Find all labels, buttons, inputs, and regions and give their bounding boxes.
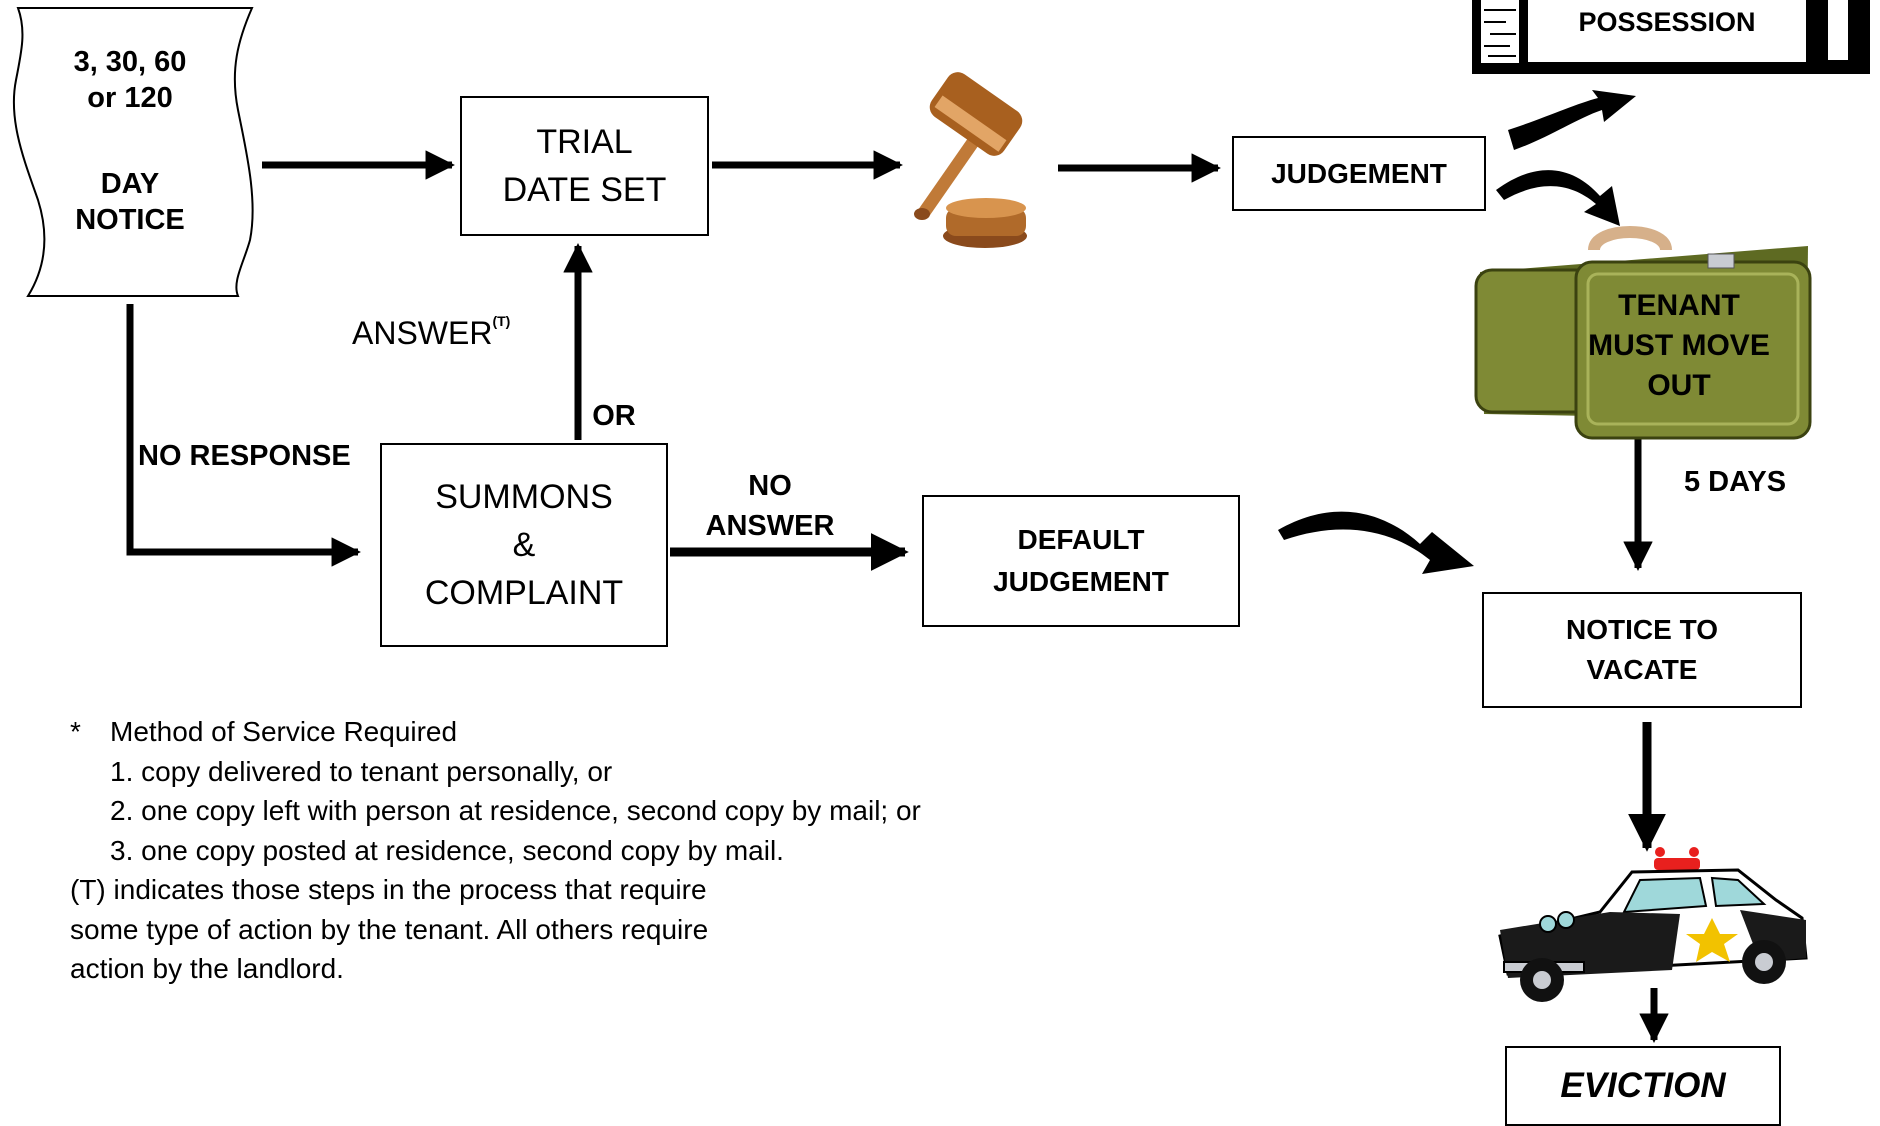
notice-to-vacate-box: NOTICE TO VACATE (1482, 592, 1802, 708)
curved-arrow-icon (1278, 511, 1474, 574)
notes-item: 2. one copy left with person at residenc… (110, 795, 921, 826)
arrow-notice-to-summons (126, 304, 361, 567)
answer-text: ANSWER (352, 315, 493, 351)
trial-line-2: DATE SET (502, 171, 667, 209)
police-car-icon (1498, 847, 1808, 1002)
eviction-box: EVICTION (1505, 1046, 1781, 1126)
answer-label: ANSWER(T) (352, 313, 552, 353)
notes-item: 3. one copy posted at residence, second … (110, 834, 784, 866)
suitcase-icon (1474, 226, 1812, 440)
possession-label: POSSESSION (1578, 7, 1756, 37)
notes-item: 1. copy delivered to tenant personally, … (110, 755, 613, 787)
summons-complaint-box: SUMMONS & COMPLAINT (380, 443, 668, 647)
trial-line-1: TRIAL (536, 123, 633, 161)
notice-title: DAY NOTICE (50, 166, 210, 239)
notice-line-3: DAY (100, 168, 160, 200)
notice-line-1: 3, 30, 60 (73, 46, 187, 78)
notice-line-4: NOTICE (75, 204, 185, 237)
no-answer-line-1: NO (748, 470, 792, 502)
judgement-box: JUDGEMENT (1232, 136, 1486, 211)
service-notes: * Method of Service Required 1. copy deli… (70, 712, 921, 989)
notice-line-2: or 120 (87, 82, 173, 115)
trial-date-set-box: TRIAL DATE SET (460, 96, 709, 236)
possession-right-panel (1828, 0, 1848, 60)
answer-superscript: (T) (492, 313, 511, 329)
notes-asterisk: * (70, 716, 81, 747)
judgement-label: JUDGEMENT (1271, 157, 1447, 189)
vacate-line-2: VACATE (1586, 654, 1698, 685)
summons-line-2: & (512, 526, 536, 564)
five-days-label: 5 DAYS (1683, 466, 1787, 498)
summons-line-3: COMPLAINT (424, 574, 624, 612)
eviction-label: EVICTION (1560, 1066, 1726, 1105)
notes-legend-line: some type of action by the tenant. All o… (70, 913, 709, 945)
curved-arrow-icon (1508, 90, 1636, 150)
gavel-icon (914, 72, 1027, 248)
notes-legend-line: (T) indicates those steps in the process… (70, 874, 707, 905)
notes-heading: Method of Service Required (110, 716, 458, 747)
no-answer-label: NO ANSWER (690, 466, 850, 546)
default-line-1: DEFAULT (1017, 524, 1145, 555)
tenant-line-2: MUST MOVE (1588, 329, 1770, 362)
tenant-line-3: OUT (1647, 369, 1711, 402)
curved-arrow-icon (1496, 170, 1620, 226)
default-line-2: JUDGEMENT (993, 566, 1169, 597)
notice-scroll-shape (12, 7, 254, 297)
default-judgement-box: DEFAULT JUDGEMENT (922, 495, 1240, 627)
summons-line-1: SUMMONS (435, 478, 613, 516)
possession-texture (1484, 9, 1516, 57)
notes-legend-line: action by the landlord. (70, 953, 344, 984)
tenant-move-label: TENANT MUST MOVE OUT (1584, 286, 1774, 406)
notice-day-count: 3, 30, 60 or 120 (50, 44, 210, 117)
notes-heading-row: * Method of Service Required (70, 712, 921, 752)
possession-panel (1528, 0, 1806, 62)
or-label: OR (592, 400, 636, 432)
vacate-line-1: NOTICE TO (1566, 614, 1718, 645)
no-response-label: NO RESPONSE (138, 440, 351, 472)
no-answer-line-2: ANSWER (705, 510, 835, 542)
tenant-line-1: TENANT (1618, 289, 1740, 322)
